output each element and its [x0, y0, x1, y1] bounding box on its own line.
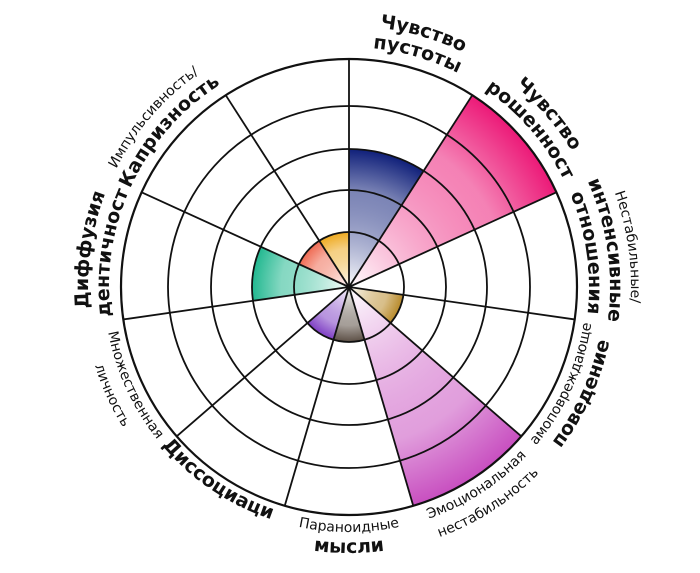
category-label: Диссоциация [0, 0, 277, 524]
grid-spoke [348, 94, 474, 288]
sector-6 [307, 287, 349, 340]
sector-9 [298, 240, 349, 287]
category-label: мысли [313, 534, 385, 558]
grid-spoke [224, 94, 350, 288]
grid-spoke [176, 286, 350, 437]
sector-1 [349, 95, 557, 287]
grid-spoke [348, 286, 415, 507]
sector-10 [319, 232, 349, 287]
chart-grid [119, 57, 579, 517]
chart-sectors [252, 95, 557, 506]
grid-spoke [141, 191, 350, 288]
grid-spoke [348, 286, 575, 321]
grid-spoke [283, 286, 350, 507]
sector-8 [252, 246, 349, 301]
sector-0 [349, 149, 424, 287]
grid-spoke [348, 191, 557, 288]
sector-5 [333, 287, 365, 342]
sector-4 [349, 287, 522, 506]
grid-spoke [123, 286, 350, 321]
sector-3 [349, 287, 404, 324]
grid-spoke [348, 286, 522, 437]
category-label: Параноидные [298, 515, 401, 536]
